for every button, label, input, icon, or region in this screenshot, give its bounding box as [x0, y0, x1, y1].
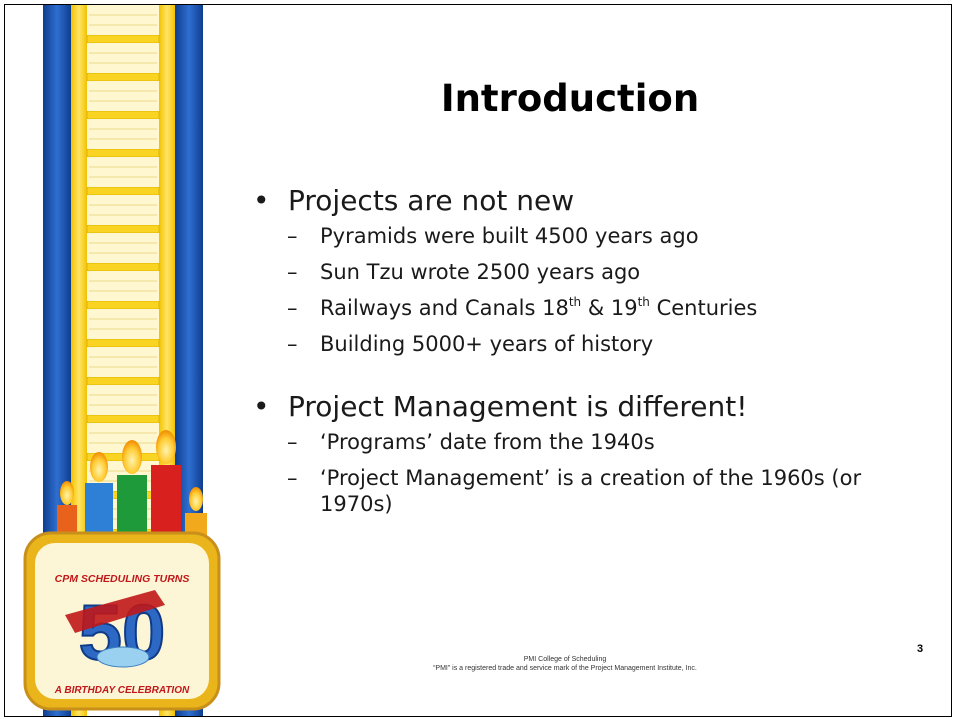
- ladder-rung: [86, 300, 160, 310]
- dash-icon: –: [287, 466, 298, 490]
- slide-content: • Projects are not new – Pyramids were b…: [253, 183, 913, 527]
- footer-line-1: PMI College of Scheduling: [523, 656, 607, 663]
- ladder-slat: [87, 81, 159, 111]
- superscript: th: [637, 295, 650, 309]
- ladder-slat: [87, 423, 159, 453]
- slide-footer: PMI College of Scheduling “PMI” is a reg…: [305, 655, 825, 673]
- ladder-slat: [87, 385, 159, 415]
- dash-icon: –: [287, 296, 298, 320]
- ladder-slat: [87, 233, 159, 263]
- sub-item: – ‘Project Management’ is a creation of …: [253, 465, 913, 517]
- section-projects: • Projects are not new – Pyramids were b…: [253, 183, 913, 357]
- sub-item-text-part: & 19: [581, 296, 638, 320]
- sub-item: – Railways and Canals 18th & 19th Centur…: [253, 295, 913, 321]
- ladder-rung: [86, 72, 160, 82]
- sub-item: – Building 5000+ years of history: [253, 331, 913, 357]
- dash-icon: –: [287, 260, 298, 284]
- sub-item: – Pyramids were built 4500 years ago: [253, 223, 913, 249]
- ladder-slat: [87, 157, 159, 187]
- ladder-slat: [87, 271, 159, 301]
- section-project-management: • Project Management is different! – ‘Pr…: [253, 389, 913, 517]
- dash-icon: –: [287, 332, 298, 356]
- sub-item-text: ‘Project Management’ is a creation of th…: [320, 466, 862, 516]
- ladder-slat: [87, 195, 159, 225]
- footer-line-2: “PMI” is a registered trade and service …: [433, 665, 697, 672]
- ladder-slat: [87, 43, 159, 73]
- ladder-rung: [86, 224, 160, 234]
- ladder-slat: [87, 5, 159, 35]
- ladder-rung: [86, 186, 160, 196]
- bullet-text: Projects are not new: [288, 184, 575, 217]
- ladder-slat: [87, 119, 159, 149]
- bullet-item: • Project Management is different!: [253, 389, 913, 425]
- bullet-text: Project Management is different!: [288, 390, 748, 423]
- ladder-rung: [86, 262, 160, 272]
- ladder-rung: [86, 376, 160, 386]
- sub-item-text-part: Centuries: [649, 296, 758, 320]
- sub-item-text: Building 5000+ years of history: [320, 332, 654, 356]
- badge-bottom-text: A BIRTHDAY CELEBRATION: [54, 685, 190, 696]
- sub-item-text: Pyramids were built 4500 years ago: [320, 224, 699, 248]
- ladder-logo-artwork: CPM SCHEDULING TURNS 50 A BIRTHDAY CELEB…: [23, 5, 221, 716]
- ladder-slat: [87, 309, 159, 339]
- sub-item-text-part: Railways and Canals 18: [320, 296, 569, 320]
- dash-icon: –: [287, 224, 298, 248]
- ladder-rung: [86, 34, 160, 44]
- ladder-rung: [86, 414, 160, 424]
- bullet-icon: •: [253, 390, 270, 423]
- slide: CPM SCHEDULING TURNS 50 A BIRTHDAY CELEB…: [4, 4, 952, 717]
- ladder-rung: [86, 148, 160, 158]
- sub-item-text: ‘Programs’ date from the 1940s: [320, 430, 655, 454]
- ladder-rung: [86, 110, 160, 120]
- ladder-rung: [86, 338, 160, 348]
- superscript: th: [568, 295, 582, 309]
- dash-icon: –: [287, 430, 298, 454]
- badge-top-text: CPM SCHEDULING TURNS: [55, 573, 190, 585]
- section-gap: [253, 367, 913, 389]
- sub-list: – ‘Programs’ date from the 1940s – ‘Proj…: [253, 429, 913, 517]
- birthday-badge-logo: CPM SCHEDULING TURNS 50 A BIRTHDAY CELEB…: [23, 531, 221, 711]
- sub-item: – Sun Tzu wrote 2500 years ago: [253, 259, 913, 285]
- bullet-item: • Projects are not new: [253, 183, 913, 219]
- slide-title: Introduction: [440, 77, 700, 120]
- bullet-icon: •: [253, 184, 270, 217]
- ladder-slat: [87, 347, 159, 377]
- sub-item: – ‘Programs’ date from the 1940s: [253, 429, 913, 455]
- sub-list: – Pyramids were built 4500 years ago – S…: [253, 223, 913, 357]
- sub-item-text: Sun Tzu wrote 2500 years ago: [320, 260, 641, 284]
- page-number: 3: [917, 643, 924, 655]
